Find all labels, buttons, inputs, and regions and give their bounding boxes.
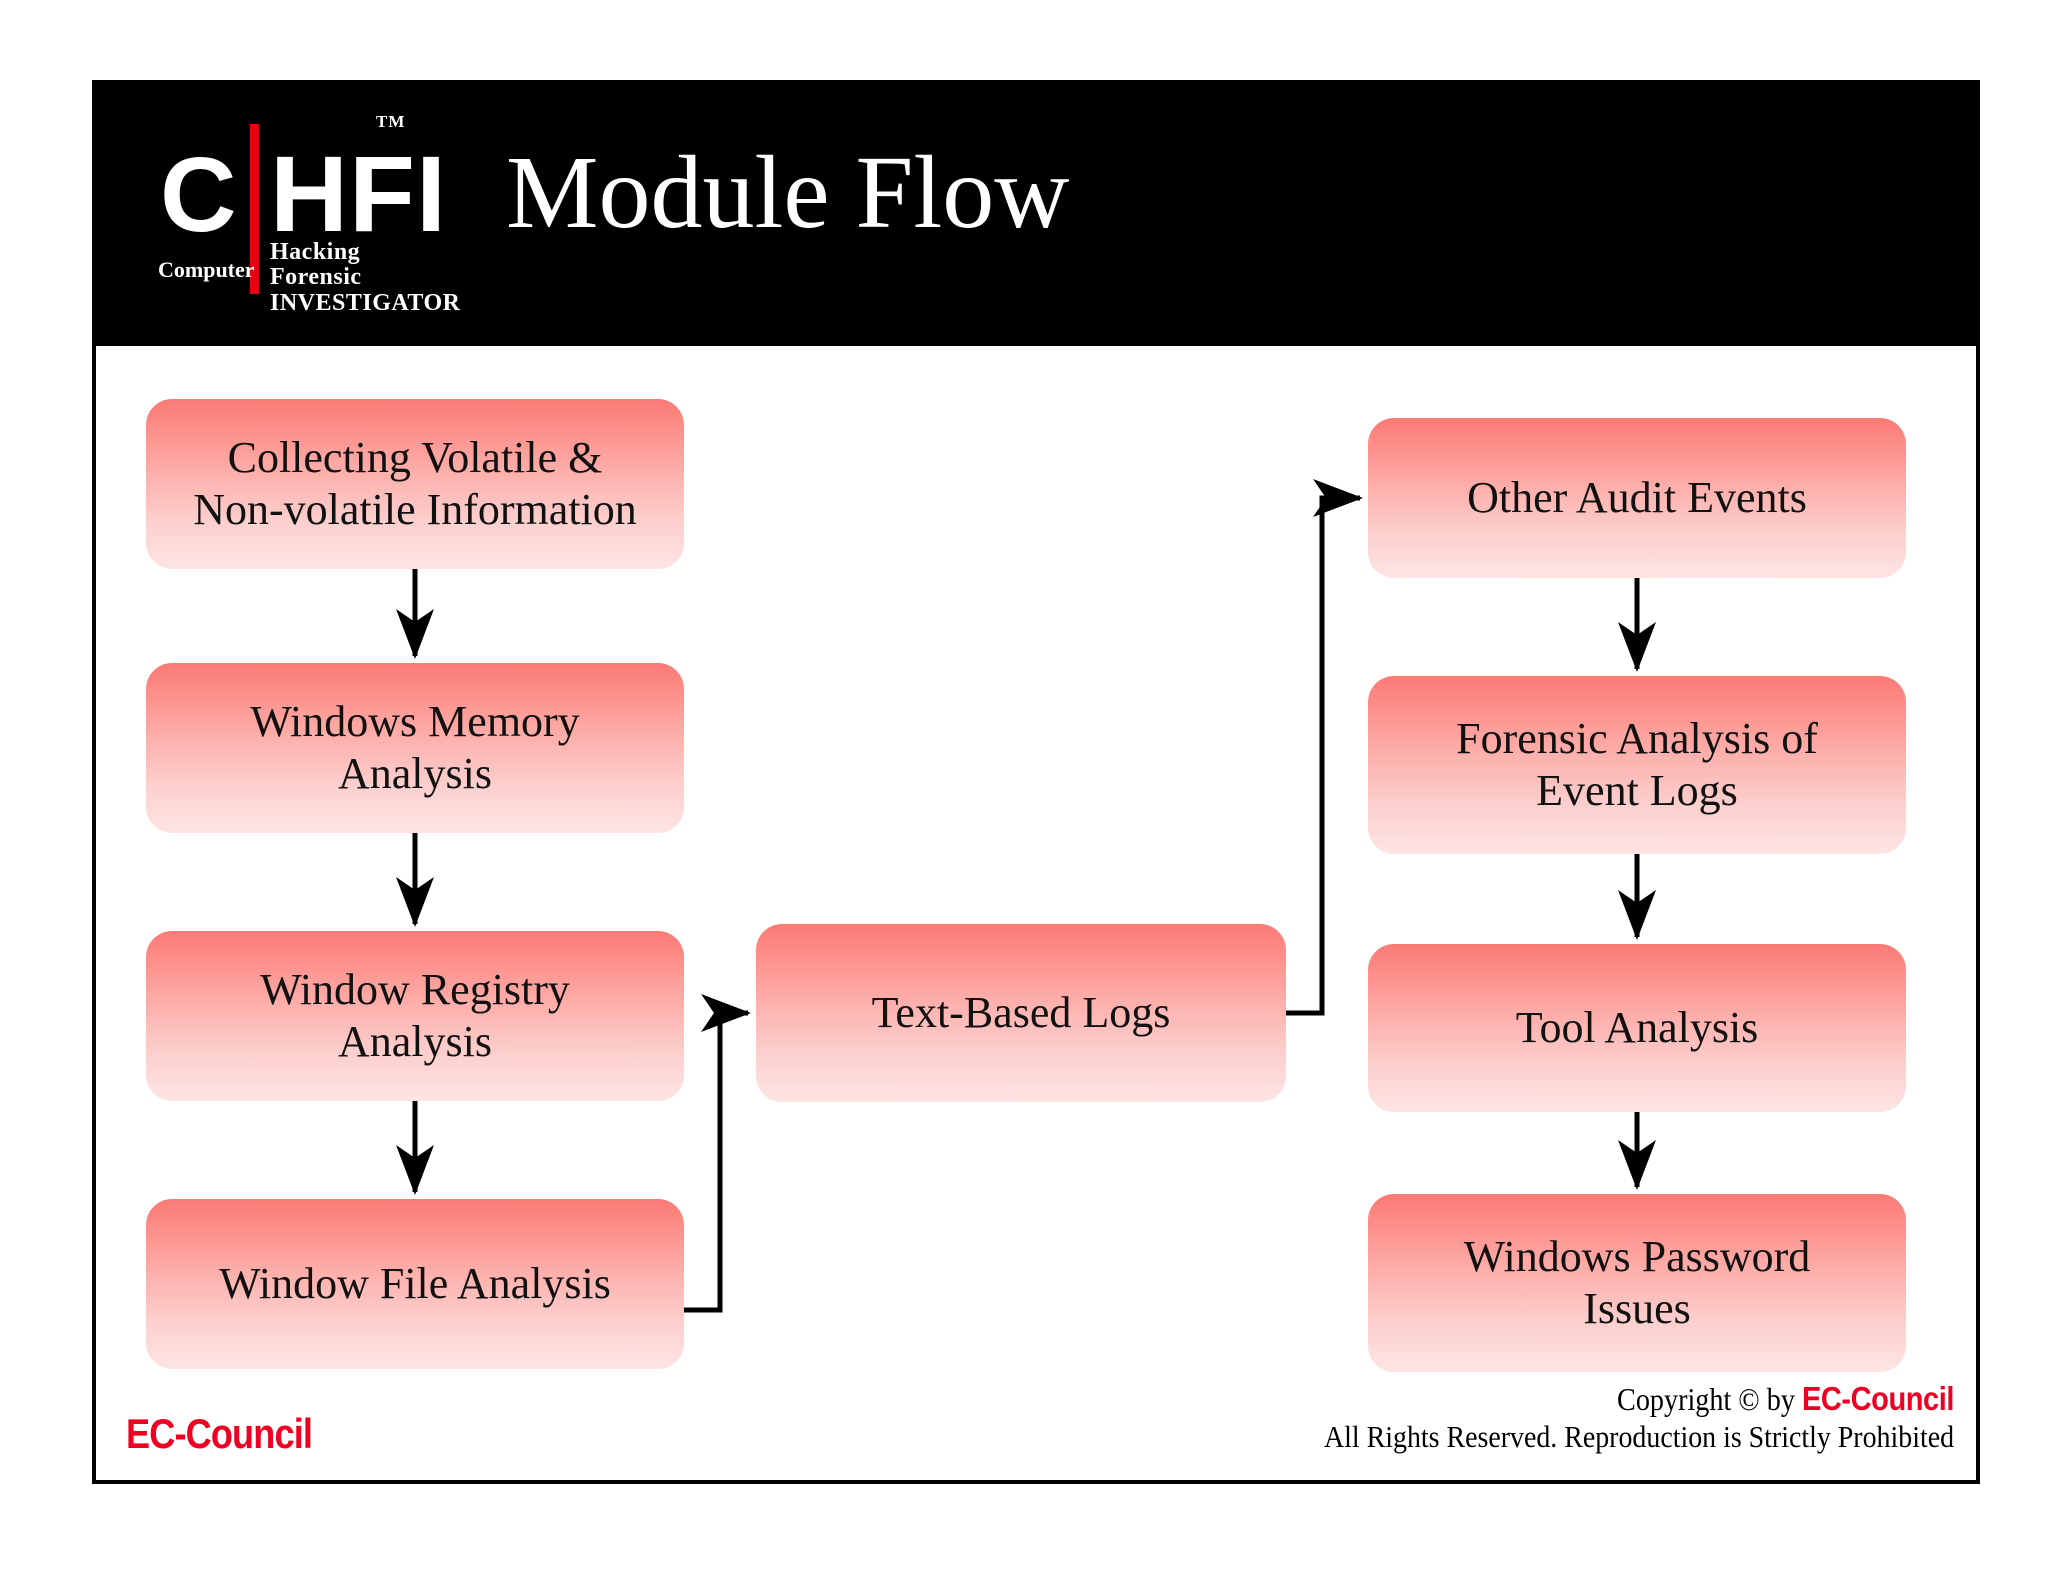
flow-node-label: Other Audit Events bbox=[1467, 473, 1807, 523]
copyright-brand: EC-Council bbox=[1801, 1380, 1955, 1417]
copyright-line: Copyright © by EC-Council bbox=[1338, 1380, 1954, 1418]
flow-node-text-based-logs[interactable]: Text-Based Logs bbox=[756, 924, 1286, 1102]
flow-node-label: Tool Analysis bbox=[1515, 1003, 1759, 1053]
edge-textlogs-to-audit bbox=[1286, 479, 1364, 1016]
flow-node-label: Window File Analysis bbox=[219, 1259, 611, 1309]
flow-node-label: Text-Based Logs bbox=[871, 988, 1171, 1038]
copyright-by: by bbox=[1759, 1381, 1802, 1417]
flow-connectors bbox=[396, 479, 1656, 1313]
copyright-symbol-icon: © bbox=[1738, 1381, 1760, 1417]
logo-hacking-forensic: Hacking Forensic bbox=[270, 239, 362, 291]
flow-node-window-file-analysis[interactable]: Window File Analysis bbox=[146, 1199, 684, 1369]
logo-letters-hfi: HFI bbox=[270, 133, 447, 254]
trademark-icon: TM bbox=[376, 112, 406, 131]
flow-node-label: Collecting Volatile &Non-volatile Inform… bbox=[193, 433, 637, 534]
slide-header: C HFI TM Computer Hacking Forensic INVES… bbox=[96, 84, 1976, 346]
footer-copyright: Copyright © by EC-Council All Rights Res… bbox=[1254, 1380, 1954, 1456]
logo-red-divider bbox=[250, 124, 259, 294]
logo-word-computer: Computer bbox=[158, 257, 255, 282]
footer-brand: EC-Council bbox=[126, 1410, 313, 1457]
flow-node-other-audit-events[interactable]: Other Audit Events bbox=[1368, 418, 1906, 578]
flow-canvas: Collecting Volatile &Non-volatile Inform… bbox=[96, 346, 1976, 1484]
flow-node-collecting-information[interactable]: Collecting Volatile &Non-volatile Inform… bbox=[146, 399, 684, 569]
copyright-prefix: Copyright bbox=[1617, 1381, 1739, 1417]
logo-letter-c: C bbox=[160, 136, 237, 254]
edge-file-to-textlogs bbox=[684, 994, 752, 1313]
chfi-logo: C HFI TM Computer Hacking Forensic INVES… bbox=[154, 110, 460, 316]
slide: C HFI TM Computer Hacking Forensic INVES… bbox=[92, 80, 1980, 1484]
logo-investigator: INVESTIGATOR bbox=[270, 289, 461, 316]
page-title: Module Flow bbox=[506, 135, 1070, 250]
rights-reserved-line: All Rights Reserved. Reproduction is Str… bbox=[1323, 1419, 1954, 1454]
logo-subtitle: Hacking Forensic INVESTIGATOR bbox=[270, 239, 461, 316]
flow-node-tool-analysis[interactable]: Tool Analysis bbox=[1368, 944, 1906, 1112]
